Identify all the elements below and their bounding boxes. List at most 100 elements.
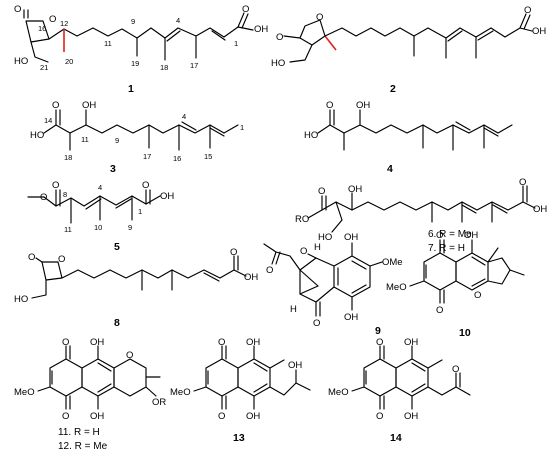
compound-3: O HO OH 14 11 9 4 1 18 17 16 15 3 xyxy=(30,100,244,175)
compound-11-label: 11. R = H xyxy=(58,427,100,438)
c8-atom-o-carbonyl: O xyxy=(28,252,35,263)
c2-atom-o-carbonyl: O xyxy=(276,32,283,43)
c9-atom-o-ketone: O xyxy=(266,265,273,276)
c3-num-11: 11 xyxy=(81,135,89,144)
c6-atom-o-carbonyl: O xyxy=(318,186,325,197)
c5-num-9: 9 xyxy=(128,223,132,232)
c11-atom-oh-bottom: OH xyxy=(90,411,104,422)
c4-atom-oh: OH xyxy=(356,100,370,111)
compound-6-7: RO O OH HO O OH 6. R = Me 7. R = H xyxy=(295,177,547,254)
c10-atom-o-bottom: O xyxy=(436,305,443,316)
compound-2-label: 2 xyxy=(390,83,396,95)
compound-13: O OH OH MeO O OH 13 xyxy=(170,337,311,444)
c14-atom-o-top: O xyxy=(376,337,383,348)
c1-atom-o-ring: O xyxy=(49,14,56,25)
c2-atom-o-acid: O xyxy=(524,5,531,16)
compound-11-12: O OH O MeO O OH OR 11. R = H 12. R = Me xyxy=(14,337,166,452)
c11-atom-meo: MeO xyxy=(14,387,35,398)
c2-atom-o-ring: O xyxy=(316,12,323,23)
compound-5-label: 5 xyxy=(114,241,120,253)
compound-1: O O HO O OH 16 12 11 9 4 1 21 20 19 18 1… xyxy=(14,4,268,95)
c9-atom-o-carbonyl: O xyxy=(313,318,320,329)
compound-2: O O HO O OH 2 xyxy=(271,5,546,95)
c5-atom-o-ester: O xyxy=(40,192,47,203)
c3-num-4: 4 xyxy=(182,112,186,121)
c3-num-15: 15 xyxy=(204,152,212,161)
c9-atom-ome: OMe xyxy=(382,257,403,268)
compound-3-label: 3 xyxy=(110,163,116,175)
c5-atom-oh-acid: OH xyxy=(160,191,174,202)
c9-atom-oh-top: OH xyxy=(344,232,358,243)
c4-atom-ho-acid: HO xyxy=(304,130,318,141)
c5-atom-o-acid: O xyxy=(142,180,149,191)
c1-num-17: 17 xyxy=(190,61,198,70)
compound-4: O HO OH 4 xyxy=(304,100,513,175)
c5-atom-o-carbonyl: O xyxy=(52,180,59,191)
compound-7-label: 7. R = H xyxy=(428,243,465,254)
c3-num-16: 16 xyxy=(173,154,181,163)
c9-atom-h-top: H xyxy=(314,242,321,253)
c1-num-9: 9 xyxy=(131,17,135,26)
compound-9: O O H H OH OMe O OH 9 xyxy=(263,232,403,337)
c1-atom-o-acid: O xyxy=(242,4,249,15)
c1-num-20: 20 xyxy=(65,57,73,66)
c14-atom-meo: MeO xyxy=(328,387,349,398)
c9-atom-o-bridge: O xyxy=(300,246,307,257)
c3-atom-o-acid: O xyxy=(52,100,59,111)
c6-atom-o-acid: O xyxy=(519,177,526,188)
compound-4-label: 4 xyxy=(387,163,393,175)
c1-num-1: 1 xyxy=(234,39,238,48)
c13-atom-oh-bottom: OH xyxy=(246,411,260,422)
c13-atom-oh-top: OH xyxy=(246,337,260,348)
c3-num-18: 18 xyxy=(64,153,72,162)
c10-atom-meo: MeO xyxy=(386,282,407,293)
c14-atom-o-ketone: O xyxy=(452,364,459,375)
c3-num-17: 17 xyxy=(143,152,151,161)
c9-atom-h-bottom: H xyxy=(290,304,297,315)
c10-atom-o-furan: O xyxy=(474,290,481,301)
c6-atom-oh: OH xyxy=(348,184,362,195)
c11-atom-or: OR xyxy=(152,397,166,408)
c5-num-11: 11 xyxy=(64,225,72,234)
c13-atom-oh-side: OH xyxy=(288,360,302,371)
c5-num-10: 10 xyxy=(94,223,102,232)
c5-num-8: 8 xyxy=(63,190,67,199)
c2-atom-ho: HO xyxy=(271,58,285,69)
c1-atom-ho: HO xyxy=(14,56,28,67)
c3-num-9: 9 xyxy=(115,136,119,145)
compound-8: O O HO O OH 8 xyxy=(14,247,258,329)
c1-atom-oh-acid: OH xyxy=(254,24,268,35)
c10-atom-o-top: O xyxy=(436,230,443,241)
c4-atom-o-acid: O xyxy=(326,100,333,111)
c5-num-4: 4 xyxy=(98,183,102,192)
c5-num-1: 1 xyxy=(138,207,142,216)
c11-atom-oh-top: OH xyxy=(90,337,104,348)
c6-atom-oh-acid: OH xyxy=(533,204,547,215)
compound-9-label: 9 xyxy=(375,325,381,337)
compound-14: O OH O MeO O OH 14 xyxy=(328,337,471,444)
c1-num-21: 21 xyxy=(40,63,48,72)
c3-atom-ho-acid: HO xyxy=(30,130,44,141)
compound-10: OH O MeO O O 10 xyxy=(386,230,525,339)
c3-num-14: 14 xyxy=(44,116,52,125)
c1-num-18: 18 xyxy=(160,63,168,72)
compound-10-label: 10 xyxy=(459,327,471,339)
c11-atom-o-bottom: O xyxy=(62,411,69,422)
c8-atom-o-ring: O xyxy=(58,254,65,265)
c1-num-11: 11 xyxy=(104,39,112,48)
c1-atom-o-carbonyl: O xyxy=(14,4,21,15)
c3-atom-oh: OH xyxy=(82,100,96,111)
c1-num-12: 12 xyxy=(60,19,68,28)
c13-atom-o-top: O xyxy=(218,337,225,348)
c8-atom-o-acid: O xyxy=(230,247,237,258)
c11-atom-o-top: O xyxy=(62,337,69,348)
c6-atom-ro: RO xyxy=(295,214,309,225)
compound-14-label: 14 xyxy=(390,432,402,444)
c14-atom-o-bottom: O xyxy=(376,411,383,422)
c1-num-4: 4 xyxy=(176,16,180,25)
compound-13-label: 13 xyxy=(233,432,245,444)
compound-6-label: 6. R = Me xyxy=(428,229,472,240)
c9-atom-oh-bottom: OH xyxy=(344,312,358,323)
c14-atom-oh-bottom: OH xyxy=(404,411,418,422)
